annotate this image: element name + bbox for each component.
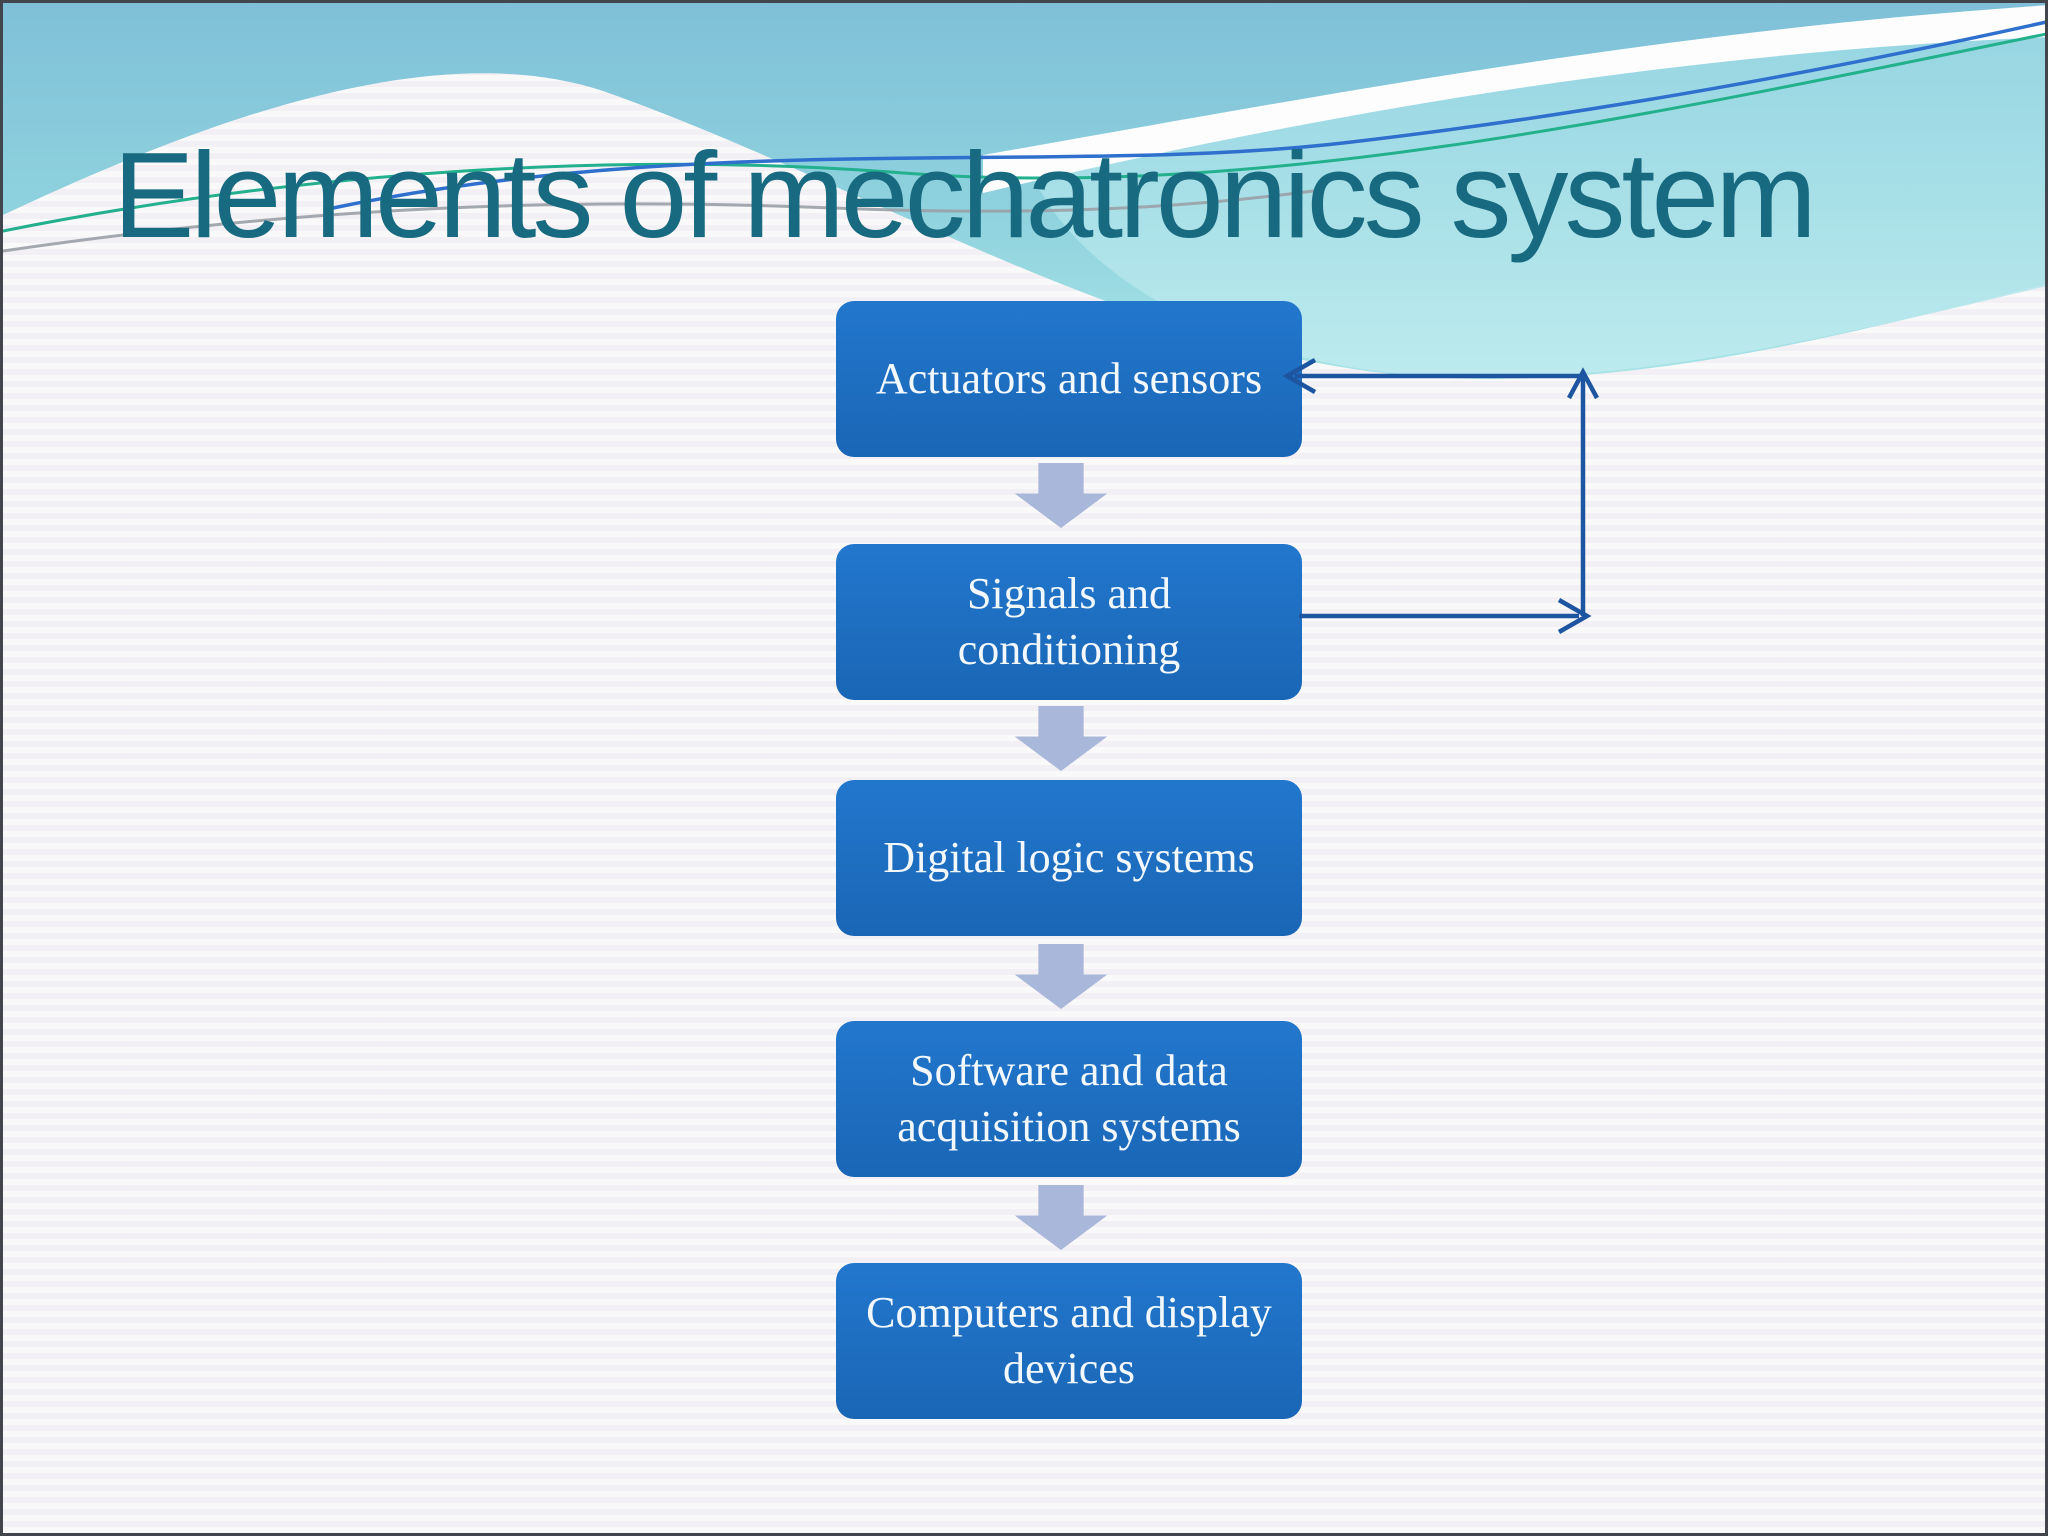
flow-box-digital-logic-systems: Digital logic systems	[836, 780, 1302, 936]
down-arrow-icon	[1014, 463, 1108, 528]
header-wave-decoration	[3, 3, 2045, 379]
accent-line-green	[3, 32, 2045, 233]
accent-line-blue	[331, 20, 2045, 210]
accent-line-gray	[3, 189, 1315, 253]
wave-white-swoosh	[983, 5, 2045, 193]
flow-box-actuators-and-sensors: Actuators and sensors	[836, 301, 1302, 457]
arrowhead-left-icon	[1282, 358, 1317, 394]
flow-box-label: Digital logic systems	[883, 832, 1255, 882]
down-arrow-icon	[1014, 706, 1108, 771]
flow-box-label: Computers and display devices	[866, 1287, 1272, 1393]
flow-box-software-and-data-acquisition: Software and data acquisition systems	[836, 1021, 1302, 1177]
slide-title: Elements of mechatronics system	[113, 127, 1817, 263]
flow-box-label: Software and data acquisition systems	[897, 1045, 1241, 1151]
flow-box-label: Signals and conditioning	[957, 568, 1181, 674]
flow-box-computers-and-display-devices: Computers and display devices	[836, 1263, 1302, 1419]
arrowhead-up-icon	[1567, 367, 1599, 400]
flow-box-label: Actuators and sensors	[875, 353, 1263, 403]
flow-box-signals-and-conditioning: Signals and conditioning	[836, 544, 1302, 700]
down-arrow-icon	[1014, 944, 1108, 1009]
feedback-loop-arrow	[1282, 358, 1599, 634]
down-arrow-icon	[1014, 1185, 1108, 1250]
arrowhead-right-icon	[1557, 598, 1592, 634]
